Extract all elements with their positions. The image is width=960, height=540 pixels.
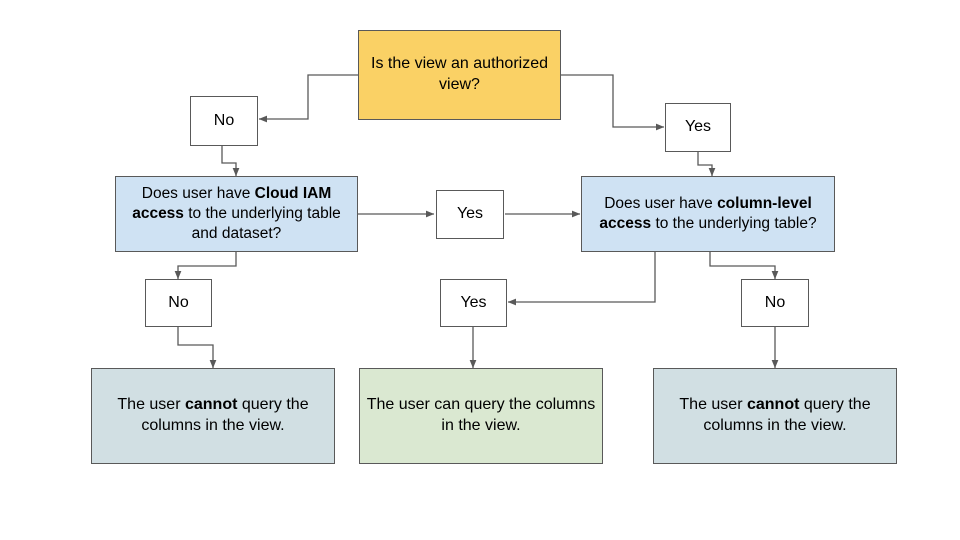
edge-no-to-iam [221, 146, 240, 177]
node-branch-yes-top-label: Yes [684, 118, 712, 136]
node-branch-no-left[interactable]: No [145, 279, 212, 327]
node-iam-question-label: Does user have Cloud IAM access to the u… [122, 184, 351, 244]
edge-iam-to-no [174, 252, 237, 280]
node-result-cannot-right-part1: The user [679, 396, 747, 414]
node-result-can[interactable]: The user can query the columns in the vi… [359, 368, 603, 464]
node-branch-no-left-label: No [168, 293, 189, 311]
node-result-cannot-left-label: The user cannot query the columns in the… [98, 395, 328, 437]
node-result-cannot-right[interactable]: The user cannot query the columns in the… [653, 368, 897, 464]
node-branch-no-top[interactable]: No [190, 96, 258, 146]
node-column-question-bold1: column-level access [599, 194, 812, 232]
node-iam-question[interactable]: Does user have Cloud IAM access to the u… [115, 176, 358, 252]
node-branch-yes-top[interactable]: Yes [665, 103, 731, 152]
node-result-cannot-left[interactable]: The user cannot query the columns in the… [91, 368, 335, 464]
node-result-cannot-right-label: The user cannot query the columns in the… [660, 395, 890, 437]
edge-column-to-no [709, 252, 779, 280]
node-iam-question-part1: Does user have [141, 184, 255, 202]
node-branch-no-right[interactable]: No [741, 279, 809, 327]
node-result-cannot-right-part2: query the columns in the view. [703, 396, 871, 434]
node-result-can-label: The user can query the columns in the vi… [366, 396, 596, 434]
edge-yes-to-column [697, 152, 716, 177]
node-branch-yes-middle-label: Yes [456, 205, 484, 223]
node-branch-yes-bottom[interactable]: Yes [440, 279, 507, 327]
node-result-cannot-right-bold1: cannot [746, 396, 800, 414]
node-column-question-part1: Does user have [604, 194, 718, 212]
node-branch-yes-middle[interactable]: Yes [436, 190, 504, 239]
node-column-question[interactable]: Does user have column-level access to th… [581, 176, 835, 252]
node-branch-no-top-label: No [213, 111, 235, 129]
edge-no-to-result-left [177, 326, 217, 369]
edge-column-to-yes [507, 252, 656, 306]
edge-start-to-no [258, 74, 358, 123]
node-result-cannot-left-bold1: cannot [184, 396, 238, 414]
node-column-question-part2: to the underlying table? [651, 215, 817, 232]
node-result-cannot-left-part1: The user [117, 396, 185, 414]
node-branch-yes-bottom-label: Yes [460, 293, 487, 311]
node-start-question-label: Is the view an authorized view? [371, 55, 548, 93]
node-iam-question-part2: to the underlying table and dataset? [183, 204, 341, 243]
node-column-question-label: Does user have column-level access to th… [588, 194, 828, 234]
edge-start-to-yes [561, 74, 665, 131]
node-result-cannot-left-part2: query the columns in the view. [141, 396, 309, 434]
node-start-question[interactable]: Is the view an authorized view? [358, 30, 561, 120]
node-branch-no-right-label: No [764, 293, 786, 311]
node-iam-question-bold1: Cloud IAM access [132, 184, 332, 222]
